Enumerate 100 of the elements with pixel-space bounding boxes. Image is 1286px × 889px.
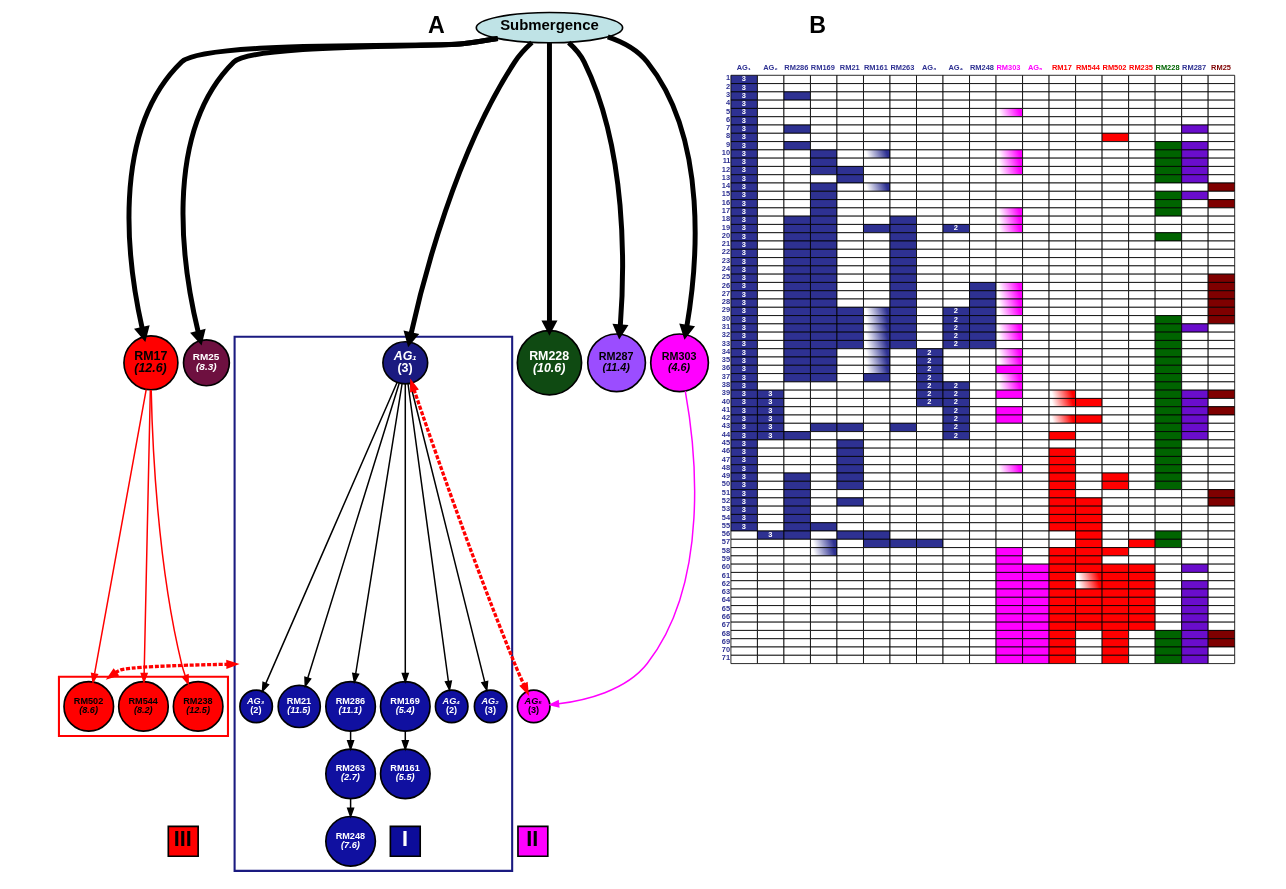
label: RM25 (1210, 62, 1231, 72)
label: 3 (741, 74, 746, 84)
label: 3 (741, 223, 746, 233)
label: 36 (721, 363, 730, 373)
label: 3 (741, 281, 746, 291)
label: 55 (721, 520, 730, 530)
label: 24 (721, 264, 730, 273)
label: 3 (741, 438, 746, 448)
label: 3 (741, 521, 746, 531)
label: 3 (741, 463, 746, 473)
label: 3 (741, 264, 746, 274)
label: 3 (741, 289, 746, 299)
label: AG₅ (1027, 62, 1043, 72)
label: 3 (741, 115, 746, 125)
label: 37 (721, 371, 730, 381)
label: 3 (741, 405, 746, 415)
label: AG₂ (762, 62, 778, 72)
label: 43 (721, 421, 730, 431)
label: 26 (721, 280, 730, 290)
label: 2 (926, 389, 931, 399)
label: 52 (721, 496, 730, 505)
label: 54 (721, 512, 730, 522)
label: 2 (926, 397, 931, 407)
label: 40 (721, 396, 730, 406)
label: A (427, 11, 445, 38)
label: 35 (721, 355, 730, 365)
label: 29 (721, 305, 730, 315)
label: 2 (953, 223, 958, 233)
label: 32 (721, 330, 730, 340)
label: 47 (721, 454, 730, 464)
label: 2 (953, 314, 958, 324)
label: 23 (721, 255, 730, 265)
label: RM303 (995, 62, 1020, 72)
label: 3 (741, 364, 746, 374)
label: B (808, 11, 826, 38)
label: 64 (721, 595, 730, 605)
label: 38 (721, 380, 730, 389)
label: 2 (953, 322, 958, 332)
label: 2 (953, 413, 958, 423)
label: 46 (721, 446, 730, 456)
label: 3 (741, 355, 746, 365)
label: 4 (725, 98, 730, 108)
label: 34 (721, 346, 730, 356)
label: 3 (741, 148, 746, 158)
label: 70 (721, 645, 730, 655)
label: 2 (953, 339, 958, 349)
label: AG₄ (947, 62, 963, 72)
label: 69 (721, 636, 730, 646)
label: 3 (741, 306, 746, 316)
label: 30 (721, 313, 730, 323)
label: RM286 (783, 62, 808, 72)
label: RM21 (839, 62, 860, 72)
label: 13 (721, 172, 730, 182)
label: 3 (741, 123, 746, 133)
label: 3 (741, 397, 746, 407)
label: 15 (721, 189, 730, 199)
label: 12 (721, 164, 730, 174)
label: 6 (725, 114, 730, 124)
label: 67 (721, 620, 730, 630)
label: 11 (722, 156, 730, 166)
label: 2 (953, 430, 958, 440)
label: 2 (953, 380, 958, 390)
label: 3 (741, 140, 746, 150)
label: 3 (741, 256, 746, 266)
label: 66 (721, 612, 730, 621)
label: 60 (721, 562, 730, 572)
label: 71 (721, 653, 730, 663)
label: 3 (741, 471, 746, 481)
label: 3 (741, 190, 746, 200)
label: 45 (721, 438, 730, 447)
label: 63 (721, 587, 730, 597)
label: 16 (721, 197, 730, 207)
label: 3 (767, 397, 772, 407)
label: 3 (741, 455, 746, 465)
label: 3 (741, 198, 746, 208)
label: 3 (767, 422, 772, 432)
label: 68 (721, 628, 730, 638)
label: 3 (741, 430, 746, 440)
label: 1 (725, 73, 730, 83)
label: 28 (721, 297, 730, 307)
label: 2 (953, 405, 958, 415)
label: 50 (721, 479, 730, 489)
label: 3 (741, 413, 746, 423)
label: 14 (721, 181, 730, 191)
label: 19 (721, 222, 730, 232)
label: 10 (721, 148, 730, 157)
label: 3 (741, 496, 746, 506)
label: 3 (741, 273, 746, 283)
label: 3 (741, 239, 746, 249)
label: 2 (926, 380, 931, 390)
label: 22 (721, 247, 730, 257)
label: RM228 (1155, 62, 1180, 72)
label: 3 (767, 430, 772, 440)
label: 3 (741, 372, 746, 382)
label: 48 (721, 462, 730, 472)
label: 5 (725, 106, 730, 116)
label: 3 (741, 248, 746, 258)
label: 33 (721, 338, 730, 348)
label: 3 (741, 488, 746, 498)
label: 58 (721, 545, 730, 555)
